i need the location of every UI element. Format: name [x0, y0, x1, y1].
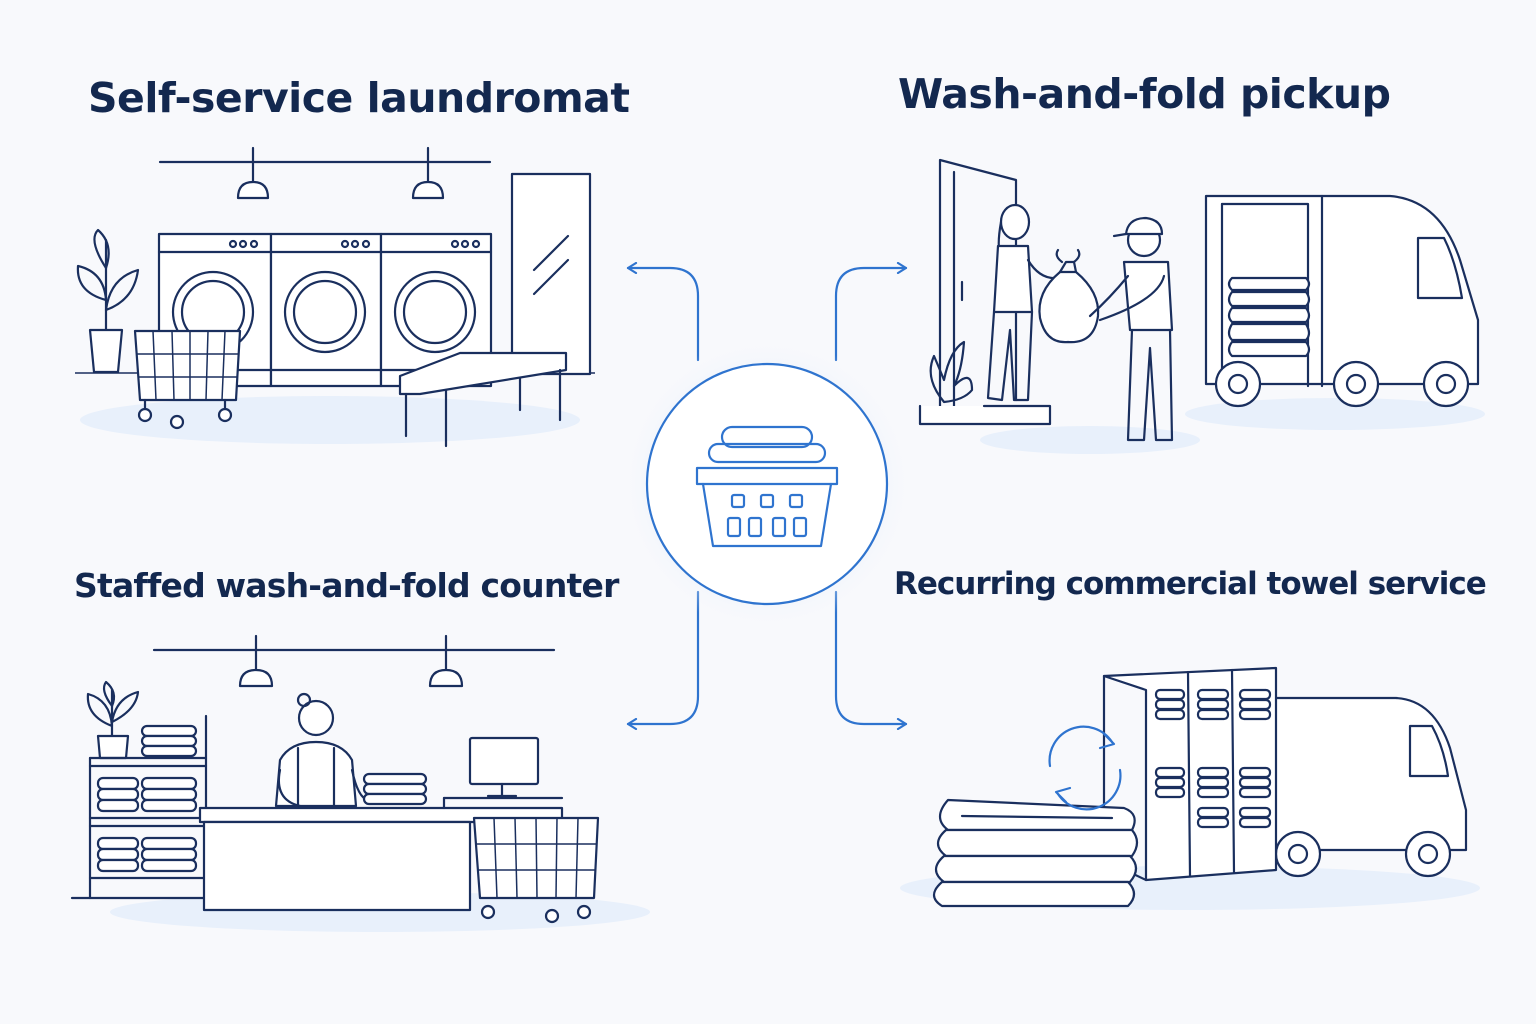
- title-self-service-laundromat: Self-service laundromat: [88, 74, 630, 122]
- title-commercial-towel-service: Recurring commercial towel service: [894, 566, 1487, 602]
- pendant-lamp: [236, 146, 270, 200]
- potted-plant: [76, 228, 140, 374]
- laundry-cart: [133, 329, 242, 430]
- laundry-basket-icon: [695, 425, 839, 548]
- service-counter: [198, 796, 564, 912]
- washing-machine: [269, 232, 383, 388]
- arrow-to-pickup: [834, 268, 908, 362]
- staffed-counter-illustration: [70, 634, 650, 932]
- potted-plant: [86, 680, 140, 760]
- register-monitor: [468, 736, 540, 798]
- title-staffed-counter: Staffed wash-and-fold counter: [74, 566, 619, 605]
- self-service-illustration: [75, 146, 595, 448]
- potted-plant: [929, 340, 974, 404]
- laundry-cart: [472, 816, 600, 924]
- folding-table: [398, 351, 568, 448]
- attendant-figure: [274, 692, 370, 808]
- title-wash-and-fold-pickup: Wash-and-fold pickup: [898, 70, 1391, 118]
- service-van: [1238, 696, 1468, 878]
- courier-figure: [1088, 216, 1174, 442]
- glass-door: [510, 172, 592, 376]
- arrow-to-staffed: [626, 590, 700, 724]
- towel-shelf: [70, 714, 212, 900]
- arrow-to-towel: [834, 590, 908, 724]
- laundry-bag: [1038, 248, 1100, 344]
- towel-stack: [932, 798, 1139, 908]
- recurring-arrows-icon: [1048, 725, 1122, 811]
- pickup-illustration: [918, 158, 1485, 454]
- towel-stack: [362, 772, 428, 806]
- connector-arrows: [626, 268, 908, 724]
- linen-cabinet: [1102, 666, 1278, 882]
- towel-service-illustration: [900, 666, 1480, 910]
- delivery-van: [1204, 194, 1480, 408]
- pendant-lamp: [411, 146, 445, 200]
- pendant-lamp: [238, 634, 274, 688]
- front-door: [918, 158, 1052, 426]
- arrow-to-self-service: [626, 268, 700, 362]
- customer-figure: [986, 203, 1060, 402]
- pendant-lamp: [428, 634, 464, 688]
